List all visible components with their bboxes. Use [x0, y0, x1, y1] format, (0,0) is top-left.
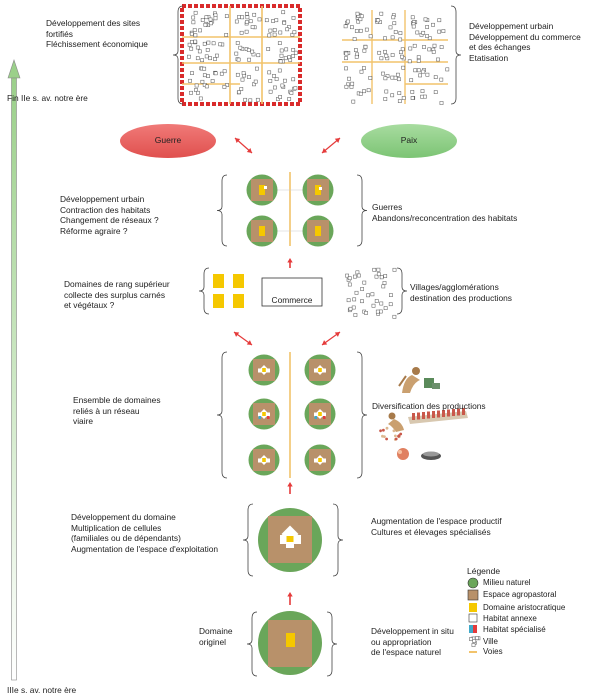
legend-icon-aristo [469, 603, 477, 612]
developed-domain [258, 508, 322, 572]
legend-item-cyan-red-square: Habitat spécialisé [483, 625, 546, 634]
peace-oval [361, 124, 457, 158]
stage4-right-text: Villages/agglomérations destination des … [410, 282, 512, 303]
stage6-right-text: Augmentation de l'espace productif Cultu… [371, 516, 502, 537]
timeline-bottom-label: IIIe s. av. notre ère [7, 685, 77, 695]
legend-icon-annex [468, 613, 478, 623]
legend-item-brown-square: Espace agropastoral [483, 590, 557, 599]
commerce-label: Commerce [271, 295, 313, 305]
commerce-box [261, 277, 323, 307]
village [345, 267, 397, 319]
legend-item-road-line: Voies [483, 647, 503, 656]
legend-icon-specialised [469, 625, 473, 633]
legend-item-green-circle: Milieu naturel [483, 578, 531, 587]
stage4-left-text: Domaines de rang supérieur collecte des … [64, 279, 170, 311]
stage7-left-text: Domaine originel [199, 626, 233, 647]
war-oval [120, 124, 216, 158]
stage1-right-text: Développement urbain Développement du co… [469, 21, 581, 63]
timeline-top-label: Fin IIe s. av. notre ère [7, 93, 88, 103]
open-city [342, 10, 450, 105]
arrows [233, 137, 341, 605]
legend-icon-natural [467, 577, 479, 589]
peace-label: Paix [400, 135, 418, 145]
legend-item-grey-cluster: Ville [483, 637, 498, 646]
stage5-domains [248, 352, 336, 478]
war-label: Guerre [154, 135, 182, 145]
stage7-right-text: Développement in situ ou appropriation d… [371, 626, 454, 658]
stage5-left-text: Ensemble de domaines reliés à un réseau … [73, 395, 161, 427]
timeline-arrow [7, 59, 21, 681]
stage3-left-text: Développement urbain Contraction des hab… [60, 194, 159, 236]
legend-icons [467, 577, 481, 653]
original-domain [258, 611, 322, 675]
stage3-right-text: Guerres Abandons/reconcentration des hab… [372, 202, 518, 223]
legend-item-yellow-square: Domaine aristocratique [483, 603, 566, 612]
stage6-left-text: Développement du domaine Multiplication … [71, 512, 219, 554]
stage1-left-text: Développement des sites fortifiés Fléchi… [46, 18, 148, 50]
legend-icon-city [469, 636, 481, 647]
stage5-right-text: Diversification des productions [372, 401, 486, 411]
legend-item-white-square: Habitat annexe [483, 614, 537, 623]
stage3-domains [246, 172, 334, 247]
braces [172, 5, 462, 677]
aristocratic-domains [213, 274, 244, 308]
legend-title: Légende [467, 566, 501, 576]
legend-icon-agro [467, 589, 479, 601]
production-illustration [379, 367, 468, 460]
fortified-city [180, 4, 302, 106]
